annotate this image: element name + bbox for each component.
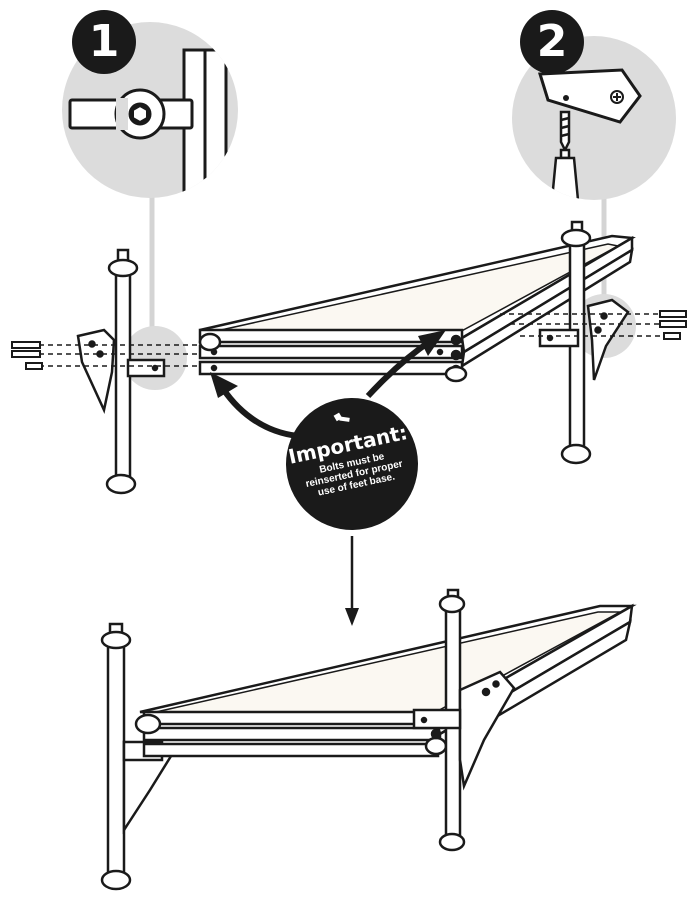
- arrow-to-left-bolts: [217, 382, 299, 439]
- left-leg-exploded: [76, 248, 166, 495]
- step-1-number: 1: [88, 16, 120, 67]
- step-2-badge: 2: [520, 10, 584, 74]
- step-2-number: 2: [536, 16, 568, 67]
- magnifier-2: [512, 36, 676, 200]
- step-1-badge: 1: [72, 10, 136, 74]
- table-top-exploded: [198, 234, 636, 383]
- down-arrow: [345, 536, 359, 626]
- important-callout: Important: Bolts must be reinserted for …: [273, 385, 431, 543]
- right-bolts: [500, 310, 687, 340]
- right-leg-exploded: [538, 220, 630, 465]
- screwdriver-icon: [550, 110, 580, 200]
- arrow-to-left-bolts-head: [210, 372, 238, 398]
- arrow-to-right-bolts-head: [418, 330, 446, 356]
- bolt-icon: [333, 412, 350, 422]
- detail-spot-1: [123, 326, 187, 390]
- left-bolts: [11, 341, 210, 370]
- wrench-on-nut-icon: [114, 88, 166, 140]
- assembled-table: [100, 588, 637, 891]
